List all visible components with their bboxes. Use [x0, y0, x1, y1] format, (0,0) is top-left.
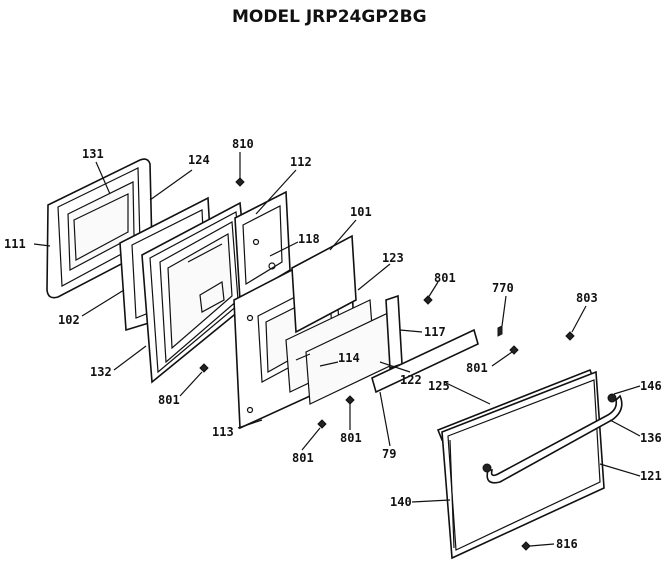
label-801-e: 801: [292, 451, 314, 465]
outer-frame-112: [234, 190, 291, 302]
label-132: 132: [90, 365, 112, 379]
label-140: 140: [390, 495, 412, 509]
label-801-b: 801: [466, 361, 488, 375]
label-117: 117: [424, 325, 446, 339]
label-801-a: 801: [434, 271, 456, 285]
label-131: 131: [82, 147, 104, 161]
fasteners: [199, 177, 575, 551]
inner-door-panel-111: [46, 158, 153, 299]
label-114: 114: [338, 351, 360, 365]
label-801-c: 801: [158, 393, 180, 407]
label-136: 136: [640, 431, 662, 445]
label-121: 121: [640, 469, 662, 483]
label-125: 125: [428, 379, 450, 393]
label-122: 122: [400, 373, 422, 387]
part-labels: 131 124 810 112 111 101 118 123 801 770 …: [4, 137, 662, 551]
door-panel-101: [291, 234, 357, 334]
label-79: 79: [382, 447, 396, 461]
spacer-strip-79: [371, 328, 479, 394]
label-146: 146: [640, 379, 662, 393]
label-111: 111: [4, 237, 26, 251]
label-123: 123: [382, 251, 404, 265]
door-handle-136: [482, 393, 623, 484]
label-816: 816: [556, 537, 578, 551]
label-124: 124: [188, 153, 210, 167]
label-102: 102: [58, 313, 80, 327]
label-101: 101: [350, 205, 372, 219]
leader-lines: [33, 152, 641, 547]
label-113: 113: [212, 425, 234, 439]
label-801-d: 801: [340, 431, 362, 445]
label-118: 118: [298, 232, 320, 246]
label-803: 803: [576, 291, 598, 305]
label-810: 810: [232, 137, 254, 151]
label-112: 112: [290, 155, 312, 169]
model-title: MODEL JRP24GP2BG: [232, 7, 427, 27]
label-770: 770: [492, 281, 514, 295]
